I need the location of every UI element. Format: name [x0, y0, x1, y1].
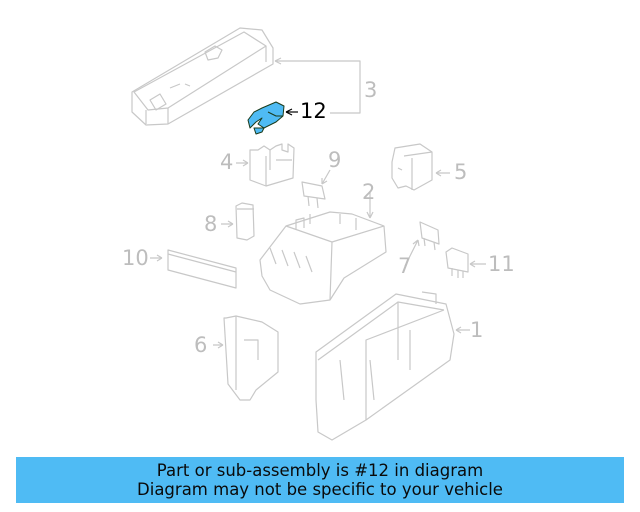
callout-3: 3: [364, 78, 378, 102]
callout-11: 11: [488, 252, 515, 276]
part-11-fuse: [445, 247, 486, 278]
part-5-relay: [391, 143, 450, 191]
banner-line-part-number: Part or sub-assembly is #12 in diagram: [156, 461, 484, 480]
part-4-bracket: [236, 143, 295, 187]
part-1-tray: [315, 291, 470, 441]
callout-7: 7: [398, 254, 412, 278]
info-banner: Part or sub-assembly is #12 in diagram D…: [16, 457, 624, 503]
part-8-relay: [221, 202, 255, 241]
part-6-bracket: [213, 315, 279, 401]
part-2-fuse-block: [259, 192, 387, 305]
part-3-cover: [131, 27, 274, 126]
callout-6: 6: [194, 333, 208, 357]
callout-9: 9: [328, 148, 342, 172]
part-10-strip: [150, 249, 237, 289]
callout-8: 8: [204, 212, 218, 236]
part-7-fuse: [404, 221, 440, 267]
callout-4: 4: [220, 150, 234, 174]
banner-line-disclaimer: Diagram may not be specific to your vehi…: [137, 480, 503, 499]
callout-1: 1: [470, 318, 484, 342]
callout-2: 2: [362, 180, 376, 204]
part-12-clip: [247, 101, 285, 135]
callout-12: 12: [300, 99, 327, 123]
part-9-fuse: [301, 169, 331, 209]
callout-5: 5: [454, 160, 468, 184]
parts-diagram: 3 12 4 9 5 2 8 10 7 11 1 6: [122, 27, 515, 441]
callout-10: 10: [122, 246, 149, 270]
